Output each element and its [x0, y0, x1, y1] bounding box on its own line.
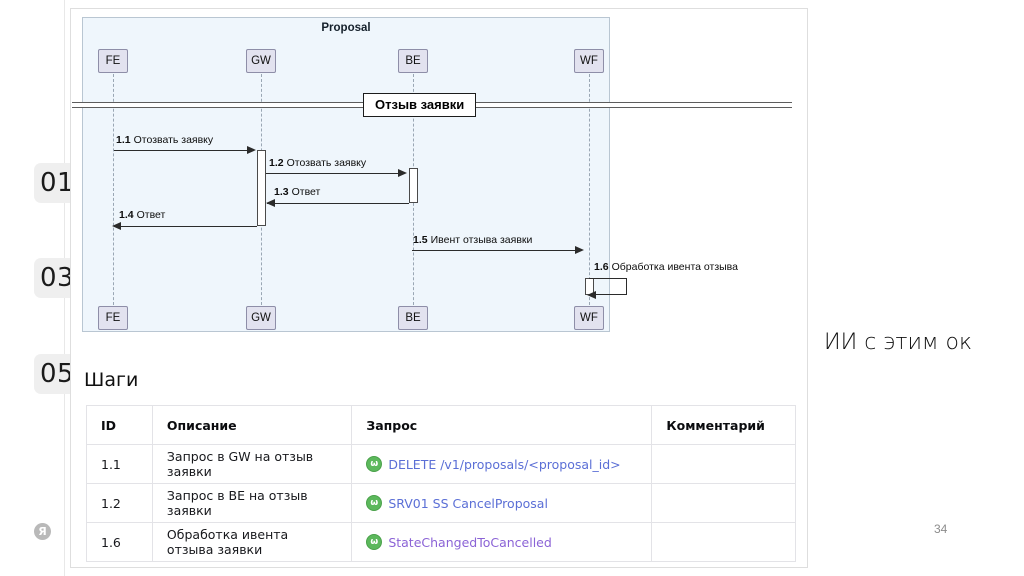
- fragment-label: Отзыв заявки: [363, 93, 477, 117]
- activation-bar-be: [409, 168, 418, 203]
- message-text-1-5: Ивент отзыва заявки: [430, 234, 533, 246]
- activation-bar-gw: [257, 150, 266, 226]
- message-id-1-3: 1.3: [274, 186, 289, 198]
- message-id-1-5: 1.5: [413, 234, 428, 246]
- request-link[interactable]: StateChangedToCancelled: [388, 534, 552, 550]
- request-link[interactable]: SRV01 SS CancelProposal: [388, 495, 548, 511]
- cell-comment: [651, 522, 796, 562]
- actor-be-top[interactable]: BE: [398, 49, 428, 73]
- message-id-1-2: 1.2: [269, 157, 284, 169]
- actor-be-bottom[interactable]: BE: [398, 306, 428, 330]
- cell-desc: Запрос в BE на отзыв заявки: [151, 483, 353, 523]
- cell-desc: Обработка ивента отзыва заявки: [151, 522, 353, 562]
- cell-request: ω SRV01 SS CancelProposal: [351, 483, 653, 523]
- yandex-logo-icon: Я: [34, 523, 51, 540]
- arrow-head-1-6: [587, 290, 596, 299]
- actor-gw-top[interactable]: GW: [246, 49, 276, 73]
- message-id-1-4: 1.4: [119, 209, 134, 221]
- cell-id: 1.2: [86, 483, 153, 523]
- cell-desc: Запрос в GW на отзыв заявки: [151, 444, 353, 484]
- cell-id: 1.1: [86, 444, 153, 484]
- message-text-1-4: Ответ: [136, 209, 166, 221]
- column-header-desc: Описание: [151, 405, 353, 445]
- cell-request: ω StateChangedToCancelled: [351, 522, 653, 562]
- arrow-line-1-2: [266, 173, 399, 174]
- message-text-1-6: Обработка ивента отзыва: [611, 261, 738, 273]
- table-row: 1.6 Обработка ивента отзыва заявки ω Sta…: [86, 522, 796, 562]
- actor-wf-bottom[interactable]: WF: [574, 306, 604, 330]
- cell-comment: [651, 483, 796, 523]
- postman-icon: ω: [366, 456, 383, 472]
- arrow-head-1-4: [112, 221, 121, 230]
- arrow-line-1-1: [114, 150, 248, 151]
- message-id-1-6: 1.6: [594, 261, 609, 273]
- sequence-diagram: Proposal FE GW BE WF FE GW BE WF Отзыв з…: [72, 17, 792, 332]
- message-text-1-2: Отозвать заявку: [286, 157, 367, 169]
- table-row: 1.1 Запрос в GW на отзыв заявки ω DELETE…: [86, 444, 796, 484]
- cell-id: 1.6: [86, 522, 153, 562]
- table-row: 1.2 Запрос в BE на отзыв заявки ω SRV01 …: [86, 483, 796, 523]
- steps-heading: Шаги: [84, 369, 139, 391]
- cell-request: ω DELETE /v1/proposals/<proposal_id>: [351, 444, 653, 484]
- lifeline-wf: [589, 74, 590, 310]
- column-header-id: ID: [86, 405, 153, 445]
- column-header-comment: Комментарий: [651, 405, 796, 445]
- message-text-1-1: Отозвать заявку: [133, 134, 214, 146]
- arrow-head-1-1: [247, 145, 256, 154]
- slide-canvas: Proposal FE GW BE WF FE GW BE WF Отзыв з…: [70, 8, 808, 568]
- actor-fe-bottom[interactable]: FE: [98, 306, 128, 330]
- postman-icon: ω: [366, 534, 383, 550]
- arrow-head-1-2: [398, 168, 407, 177]
- arrow-head-1-5: [575, 245, 584, 254]
- message-id-1-1: 1.1: [116, 134, 131, 146]
- arrow-line-1-3: [267, 203, 409, 204]
- cell-comment: [651, 444, 796, 484]
- arrow-head-1-3: [266, 198, 275, 207]
- arrow-line-1-5: [412, 250, 576, 251]
- page-number: 34: [934, 522, 948, 536]
- actor-wf-top[interactable]: WF: [574, 49, 604, 73]
- message-text-1-3: Ответ: [291, 186, 321, 198]
- self-message-loop-1-6: [589, 278, 627, 295]
- diagram-title: Proposal: [321, 22, 371, 34]
- request-link[interactable]: DELETE /v1/proposals/<proposal_id>: [388, 456, 621, 472]
- lifeline-fe: [113, 74, 114, 310]
- arrow-line-1-4: [114, 226, 257, 227]
- postman-icon: ω: [366, 495, 383, 511]
- steps-table: ID Описание Запрос Комментарий 1.1 Запро…: [86, 405, 796, 562]
- table-header-row: ID Описание Запрос Комментарий: [86, 405, 796, 445]
- actor-fe-top[interactable]: FE: [98, 49, 128, 73]
- side-note: ИИ с этим ок: [824, 330, 973, 355]
- actor-gw-bottom[interactable]: GW: [246, 306, 276, 330]
- column-header-request: Запрос: [351, 405, 653, 445]
